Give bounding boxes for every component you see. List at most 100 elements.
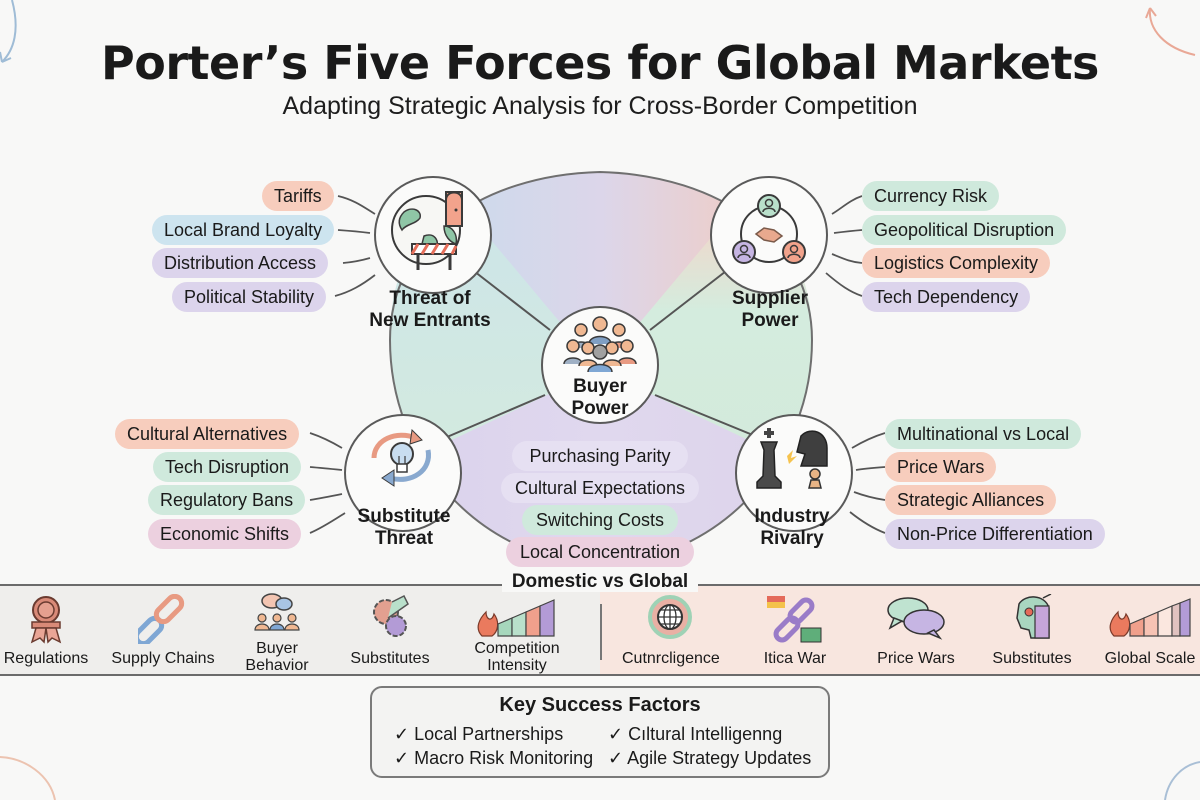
item-label: Substitutes <box>992 650 1072 667</box>
factor-pill: Currency Risk <box>862 181 1000 211</box>
people-chat-icon <box>254 593 300 631</box>
factor-pill: Distribution Access <box>152 248 329 278</box>
domestic-strip: Regulations Supply Chains Buyer Behavior <box>0 584 600 676</box>
supplier-network-handshake-icon <box>732 194 806 264</box>
domestic-item-competition-intensity: Competition Intensity <box>462 586 572 678</box>
speech-bubbles-icon <box>887 597 945 640</box>
crowd-icon <box>563 316 637 373</box>
check-icon: ✓ <box>394 724 410 744</box>
buyer-power-label: Buyer Power <box>543 376 657 420</box>
factor-pill: Non-Price Differentiation <box>885 519 1105 549</box>
label-line: Intensity <box>487 657 547 674</box>
new-entrants-node <box>374 176 492 294</box>
factor-pill: Local Brand Loyalty <box>152 215 335 245</box>
label-line: Substitute <box>357 506 451 527</box>
item-label: Buyer Behavior <box>232 640 322 674</box>
label-line: Power <box>741 310 799 331</box>
award-seal-icon <box>30 596 62 644</box>
global-item-price-war: Itica War <box>750 586 840 678</box>
factor-pill: Multinational vs Local <box>885 419 1082 449</box>
item-label: Regulations <box>3 650 89 667</box>
item-label: Supply Chains <box>111 650 215 667</box>
factor-pill: Price Wars <box>885 452 997 482</box>
label-line: Behavior <box>245 657 309 674</box>
label-line: Buyer <box>573 376 627 397</box>
factor-pill: Political Stability <box>172 282 327 312</box>
factor-pill: Tech Disruption <box>153 452 302 482</box>
ksf-text: Local Partnerships <box>414 724 564 744</box>
global-item-global-scale: Global Scale <box>1100 586 1200 678</box>
label-line: Threat <box>374 528 434 549</box>
label-line: Rivalry <box>760 528 824 549</box>
domestic-vs-global-label: Domestic vs Global <box>0 571 1200 593</box>
check-icon: ✓ <box>608 748 624 768</box>
check-icon: ✓ <box>608 724 624 744</box>
head-profile-icon <box>1016 594 1052 639</box>
page-title: Porter’s Five Forces for Global Markets <box>101 36 1099 90</box>
label-line: Power <box>571 398 629 419</box>
check-icon: ✓ <box>394 748 410 768</box>
global-item-price-wars: Price Wars <box>866 586 966 678</box>
chess-pieces-icon <box>756 428 828 489</box>
factor-pill: Purchasing Parity <box>512 441 688 471</box>
chain-link-icon <box>138 594 185 644</box>
globe-seal-icon <box>648 595 692 639</box>
label-line: Threat of <box>389 288 471 309</box>
domestic-item-supply-chains: Supply Chains <box>108 586 218 678</box>
fire-bars-icon <box>1109 598 1191 637</box>
buyer-power-node: Buyer Power <box>541 306 659 424</box>
ksf-item: ✓ Cıltural Intelligenng <box>608 724 782 745</box>
domestic-item-regulations: Regulations <box>0 586 92 678</box>
ksf-text: Macro Risk Monitoring <box>414 748 594 768</box>
factor-pill: Cultural Alternatives <box>115 419 300 449</box>
factor-pill: Logistics Complexity <box>862 248 1051 278</box>
label-line: Buyer <box>256 640 298 657</box>
ksf-title: Key Success Factors <box>499 694 701 716</box>
item-label: Global Scale <box>1104 650 1196 667</box>
factor-pill: Strategic Alliances <box>885 485 1057 515</box>
factor-pill: Geopolitical Disruption <box>862 215 1067 245</box>
item-label: Competition Intensity <box>462 640 572 674</box>
divider-text: Domestic vs Global <box>501 571 699 592</box>
factor-pill: Economic Shifts <box>148 519 302 549</box>
supplier-power-node <box>710 176 828 294</box>
label-line: New Entrants <box>369 310 491 331</box>
item-label: Cutnrcligence <box>622 650 720 667</box>
factor-pill: Cultural Expectations <box>501 473 699 503</box>
page-subtitle: Adapting Strategic Analysis for Cross-Bo… <box>282 92 918 120</box>
substitute-threat-label: Substitute Threat <box>334 506 474 550</box>
globe-door-barrier-icon <box>391 191 463 270</box>
domestic-item-buyer-behavior: Buyer Behavior <box>232 586 322 678</box>
new-entrants-label: Threat of New Entrants <box>360 288 500 332</box>
item-label: Itica War <box>763 650 827 667</box>
industry-rivalry-label: Industry Rivalry <box>722 506 862 550</box>
ksf-item: ✓ Macro Risk Monitoring <box>394 748 593 769</box>
factor-pill: Tech Dependency <box>862 282 1031 312</box>
industry-rivalry-node <box>735 414 853 532</box>
factor-pill: Switching Costs <box>522 505 678 535</box>
global-item-cultural-intelligence: Cutnrcligence <box>622 586 720 678</box>
label-line: Competition <box>474 640 560 657</box>
gear-wrench-icon <box>373 594 409 637</box>
fire-bars-icon <box>477 599 555 637</box>
factor-pill: Local Concentration <box>506 537 694 567</box>
label-line: Supplier <box>731 288 808 309</box>
key-success-factors-box: Key Success Factors ✓ Local Partnerships… <box>370 686 830 778</box>
ksf-item: ✓ Local Partnerships <box>394 724 563 745</box>
domestic-item-substitutes: Substitutes <box>340 586 440 678</box>
item-label: Substitutes <box>350 650 430 667</box>
global-strip: Cutnrcligence Itica War Price Wars Subst… <box>600 584 1200 676</box>
lightbulb-cycle-icon <box>371 428 431 487</box>
item-label: Price Wars <box>877 650 955 667</box>
factor-pill: Tariffs <box>262 181 334 211</box>
strip-separator <box>600 604 602 660</box>
ksf-text: Cıltural Intelligenng <box>628 724 783 744</box>
chain-flags-icon <box>767 596 822 643</box>
factor-pill: Regulatory Bans <box>148 485 306 515</box>
label-line: Industry <box>754 506 830 527</box>
substitute-threat-node <box>344 414 462 532</box>
ksf-item: ✓ Agile Strategy Updates <box>608 748 811 769</box>
ksf-text: Agile Strategy Updates <box>627 748 812 768</box>
global-item-substitutes: Substitutes <box>982 586 1082 678</box>
supplier-power-label: Supplier Power <box>700 288 840 332</box>
